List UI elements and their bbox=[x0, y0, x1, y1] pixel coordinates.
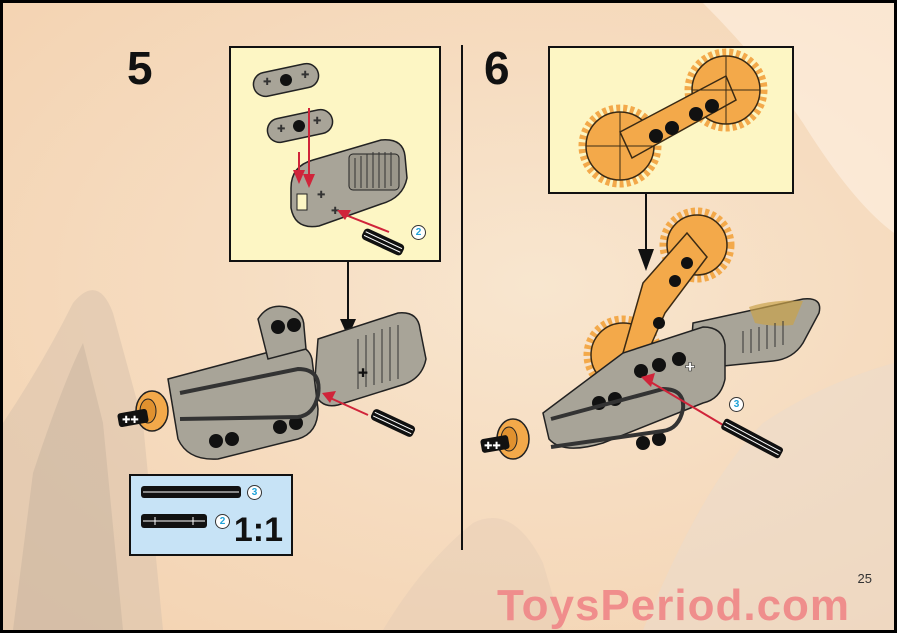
step-6-assembly-illustration: ✚✚ ✚ bbox=[480, 207, 821, 460]
parts-list-box: 3 2 1:1 bbox=[129, 474, 293, 556]
svg-text:✚✚: ✚✚ bbox=[122, 415, 139, 426]
svg-text:✚: ✚ bbox=[358, 366, 368, 380]
step-6-callout-box bbox=[548, 46, 794, 194]
svg-text:✚: ✚ bbox=[277, 124, 285, 135]
svg-text:✚: ✚ bbox=[301, 70, 309, 81]
liftarm-part-icon: ✚ ✚ bbox=[266, 108, 334, 144]
page-number: 25 bbox=[857, 571, 872, 586]
quantity-badge: 2 bbox=[411, 225, 426, 240]
svg-text:✚: ✚ bbox=[331, 206, 339, 217]
double-gear-part-icon bbox=[578, 48, 768, 188]
instruction-page: 5 ✚ ✚ ✚ ✚ ✚ ✚ bbox=[3, 3, 894, 630]
step-number-5: 5 bbox=[127, 42, 153, 94]
svg-text:✚: ✚ bbox=[317, 190, 325, 201]
scale-ratio-label: 1:1 bbox=[233, 511, 283, 549]
svg-text:✚: ✚ bbox=[313, 116, 321, 127]
pin-long-part-icon bbox=[141, 514, 207, 528]
callout-connector-line bbox=[645, 194, 647, 254]
quantity-badge: 3 bbox=[247, 485, 262, 500]
axle-part-icon bbox=[141, 486, 241, 498]
svg-text:✚: ✚ bbox=[685, 360, 695, 374]
step-5-assembly-illustration: ✚✚ ✚ bbox=[117, 305, 427, 460]
step-5-callout-illustration: ✚ ✚ ✚ ✚ ✚ ✚ bbox=[252, 62, 408, 256]
liftarm-part-icon: ✚ ✚ bbox=[252, 62, 320, 98]
down-arrow-icon bbox=[638, 249, 654, 271]
pin-part-icon bbox=[361, 228, 405, 256]
svg-text:✚✚: ✚✚ bbox=[484, 441, 501, 452]
step-5-callout-box: ✚ ✚ ✚ ✚ ✚ ✚ bbox=[229, 46, 441, 262]
svg-text:✚: ✚ bbox=[263, 77, 271, 88]
frame-part-icon: ✚ ✚ bbox=[290, 139, 408, 228]
quantity-badge: 3 bbox=[729, 397, 744, 412]
step-number-6: 6 bbox=[484, 42, 510, 94]
quantity-badge: 2 bbox=[215, 514, 230, 529]
watermark-text: ToysPeriod.com bbox=[497, 581, 851, 630]
mountain-background-illustration bbox=[3, 3, 894, 630]
step-divider-line bbox=[461, 45, 463, 550]
down-arrow-icon bbox=[340, 319, 356, 337]
callout-connector-line bbox=[347, 262, 349, 330]
